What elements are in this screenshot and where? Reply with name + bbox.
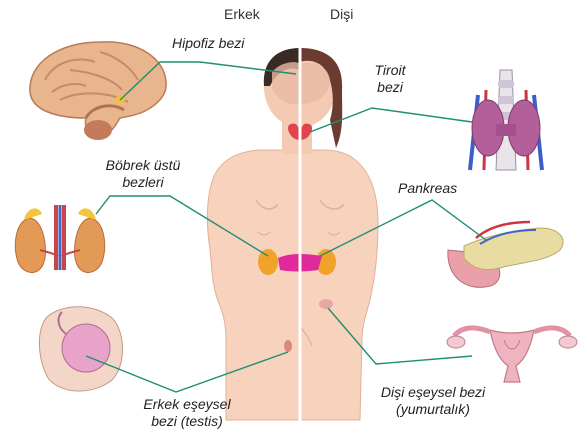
uterus-illustration — [447, 328, 577, 382]
label-thyroid-line-2: bezi — [360, 79, 420, 96]
testis-illustration — [39, 307, 122, 391]
label-male-gonad: Erkek eşeysel bezi (testis) — [112, 396, 262, 430]
thyroid-illustration — [470, 70, 542, 170]
kidneys-illustration — [15, 205, 104, 273]
label-pancreas: Pankreas — [398, 180, 457, 197]
label-male-gonad-line-1: Erkek eşeysel — [112, 396, 262, 413]
label-pituitary: Hipofiz bezi — [172, 35, 244, 52]
header-male: Erkek — [224, 6, 260, 22]
brain-illustration — [30, 42, 166, 140]
label-female-gonad-line-2: (yumurtalık) — [358, 401, 508, 418]
ovary-marker — [319, 299, 333, 309]
pancreas-illustration — [448, 222, 563, 287]
testis-marker — [284, 340, 292, 352]
label-male-gonad-line-2: bezi (testis) — [112, 413, 262, 430]
label-thyroid-line-1: Tiroit — [360, 62, 420, 79]
adrenal-marker-left — [258, 249, 278, 275]
label-adrenal: Böbrek üstü bezleri — [88, 157, 198, 191]
label-thyroid: Tiroit bezi — [360, 62, 420, 96]
label-adrenal-line-1: Böbrek üstü — [88, 157, 198, 174]
label-female-gonad-line-1: Dişi eşeysel bezi — [358, 384, 508, 401]
label-female-gonad: Dişi eşeysel bezi (yumurtalık) — [358, 384, 508, 418]
header-female: Dişi — [330, 6, 353, 22]
label-adrenal-line-2: bezleri — [88, 174, 198, 191]
